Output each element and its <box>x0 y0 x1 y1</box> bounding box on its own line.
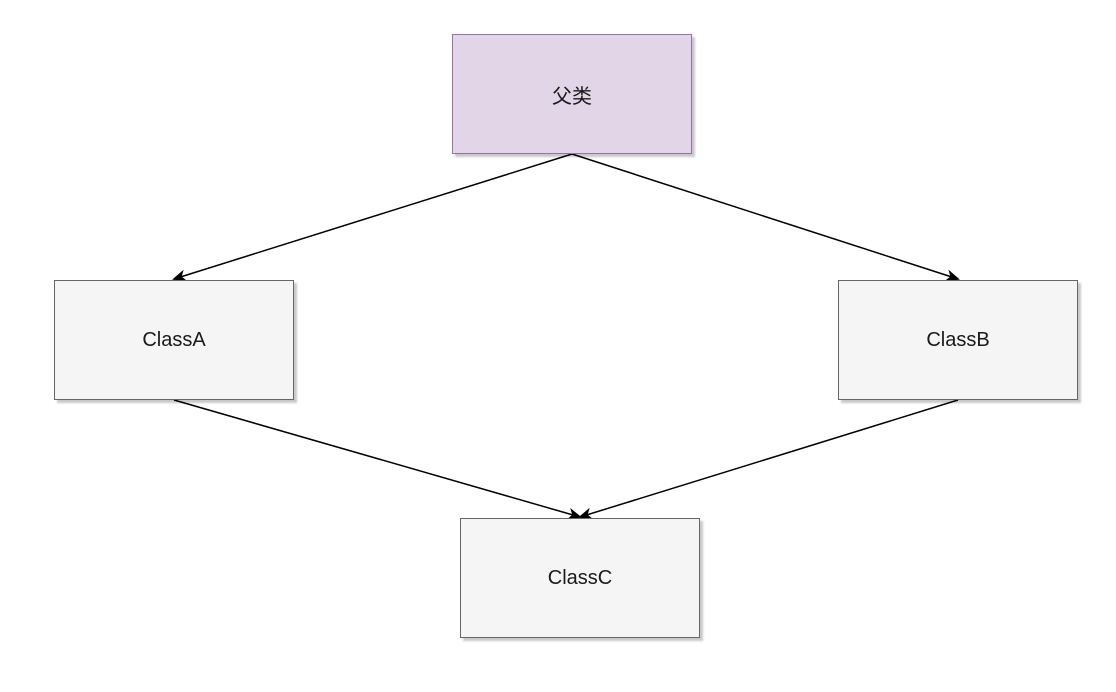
node-classc-label: ClassC <box>547 566 613 589</box>
node-classc[interactable]: ClassC <box>460 518 700 638</box>
node-classb-label: ClassB <box>926 328 990 351</box>
edge-parent-to-classa <box>172 153 573 282</box>
node-parent-label: 父类 <box>552 83 592 108</box>
node-parent-class[interactable]: 父类 <box>452 34 692 154</box>
node-classa-label: ClassA <box>142 328 206 351</box>
node-classb[interactable]: ClassB <box>838 280 1078 400</box>
edge-classb-to-classc <box>578 399 959 520</box>
edge-parent-to-classb <box>571 153 960 282</box>
node-classa[interactable]: ClassA <box>54 280 294 400</box>
edge-classa-to-classc <box>173 399 582 520</box>
